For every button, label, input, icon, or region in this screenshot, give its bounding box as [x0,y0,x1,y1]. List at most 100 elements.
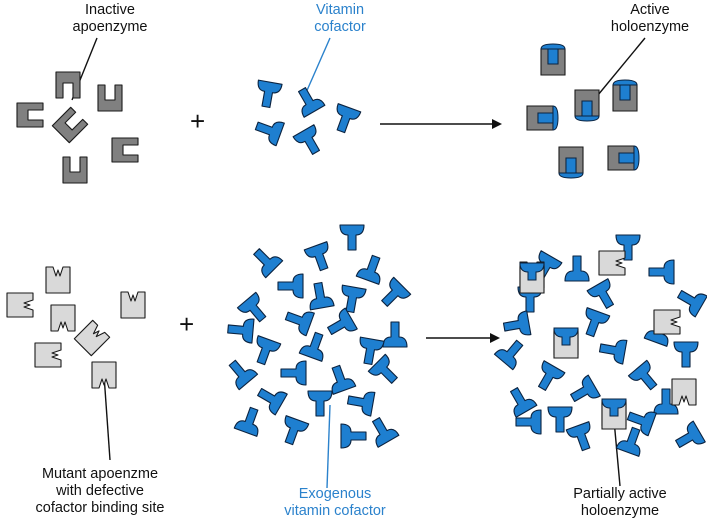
exogenous-cofactor-label: Exogenous vitamin cofactor [255,486,415,520]
active-holoenzyme-label: Active holoenzyme [595,2,705,36]
top-plus-sign: + [190,106,206,136]
exogenous-cofactor-leader [326,404,331,489]
bottom-plus-sign: + [179,309,195,339]
exogenous-vitamin-cofactor [382,321,408,348]
partially-active-leader [613,419,621,487]
partially-active-label: Partially active holoenzyme [555,486,685,520]
exogenous-vitamin-cofactor [227,318,255,344]
inactive-apoenzyme [62,156,88,184]
free-vitamin-cofactor [615,234,641,261]
vitamin-label-line2: cofactor [314,19,366,35]
inactive-apoenzyme-label: Inactive apoenzyme [55,2,165,36]
partially-active-holoenzyme [553,327,579,359]
active-label-line1: Active [630,2,670,18]
partial-label-line2: holoenzyme [580,503,660,519]
partial-label-line1: Partially active [573,486,667,502]
exogenous-label-line1: Exogenous [298,486,372,502]
free-vitamin-cofactor [565,421,591,452]
exogenous-label-line2: vitamin cofactor [284,503,386,519]
free-vitamin-cofactor [653,388,679,415]
mutant-apoenzyme [671,378,697,406]
mutant-apoenzyme [73,319,111,357]
free-vitamin-cofactor [675,420,706,449]
mutant-apoenzyme-leader [103,374,111,461]
free-vitamin-cofactor [586,278,615,309]
vitamin-cofactor [254,121,285,147]
vitamin-cofactor-label: Vitamin cofactor [290,2,390,36]
active-holoenzyme-leader [597,37,646,96]
inactive-apoenzyme [55,71,81,99]
exogenous-vitamin-cofactor [327,307,358,336]
free-vitamin-cofactor [547,406,573,433]
free-vitamin-cofactor [515,409,542,435]
vitamin-cofactor [297,87,326,118]
free-vitamin-cofactor [626,411,657,437]
free-vitamin-cofactor [673,341,699,368]
exogenous-vitamin-cofactor [309,281,335,311]
free-vitamin-cofactor [493,339,524,371]
mutant-apoenzyme [6,292,34,318]
free-vitamin-cofactor [648,259,675,285]
exogenous-vitamin-cofactor [359,336,385,366]
free-vitamin-cofactor [502,310,532,336]
mutant-label-line3: cofactor binding site [35,500,165,516]
free-vitamin-cofactor [537,360,566,391]
mutant-apoenzyme [34,342,62,368]
free-vitamin-cofactor [570,374,601,403]
active-holoenzyme [526,105,559,131]
active-holoenzyme [574,89,600,122]
vitamin-cofactor-leader [304,37,331,96]
exogenous-vitamin-cofactor [236,291,267,323]
exogenous-vitamin-cofactor [371,417,400,448]
free-vitamin-cofactor [509,387,538,418]
partially-active-holoenzyme [519,262,545,294]
reaction-arrows [380,119,502,343]
mutant-apoenzyme [653,309,681,335]
exogenous-vitamin-cofactor [367,353,398,384]
exogenous-vitamin-cofactor [284,311,315,337]
exogenous-vitamin-cofactor [307,390,333,417]
inactive-apoenzyme [51,106,89,144]
mutant-apoenzyme [91,361,117,389]
active-holoenzyme [612,79,638,112]
exogenous-vitamin-cofactor [284,415,310,446]
mutant-apoenzyme-label: Mutant apoenzme with defective cofactor … [10,466,190,517]
exogenous-vitamin-cofactor [253,248,284,279]
free-vitamin-cofactor [564,255,590,282]
exogenous-vitamin-cofactor [277,273,304,299]
exogenous-vitamin-cofactor [256,335,282,366]
free-vitamin-cofactor [598,339,628,365]
exogenous-vitamin-cofactor [280,360,307,386]
inactive-label-line1: Inactive [85,2,135,18]
exogenous-vitamin-cofactor [257,387,288,416]
exogenous-vitamin-cofactor [341,284,367,314]
mutant-apoenzyme [50,304,76,332]
inactive-apoenzyme [16,102,44,128]
mutant-label-line1: Mutant apoenzme [41,466,159,482]
active-holoenzyme [607,145,640,171]
active-holoenzyme [558,146,584,179]
mutant-apoenzyme [598,250,626,276]
exogenous-vitamin-cofactor [331,364,357,395]
active-holoenzyme [540,43,566,76]
inactive-label-line2: apoenzyme [72,19,148,35]
exogenous-vitamin-cofactor [340,423,367,449]
exogenous-vitamin-cofactor [346,391,376,417]
free-vitamin-cofactor [585,307,611,338]
exogenous-vitamin-cofactor [228,359,259,391]
free-vitamin-cofactor [627,359,658,391]
free-vitamin-cofactor [615,426,641,457]
mutant-apoenzyme [45,266,71,294]
vitamin-cofactor [292,124,321,155]
vitamin-cofactor [336,103,362,134]
mutant-apoenzyme [120,291,146,319]
molecule-shapes [6,43,707,457]
mutant-label-line2: with defective [56,483,144,499]
exogenous-vitamin-cofactor [298,331,324,362]
vitamin-label-line1: Vitamin [315,2,365,18]
exogenous-vitamin-cofactor [339,224,365,251]
vitamin-cofactor [257,79,283,109]
inactive-apoenzyme [97,84,123,112]
exogenous-vitamin-cofactor [381,276,412,307]
